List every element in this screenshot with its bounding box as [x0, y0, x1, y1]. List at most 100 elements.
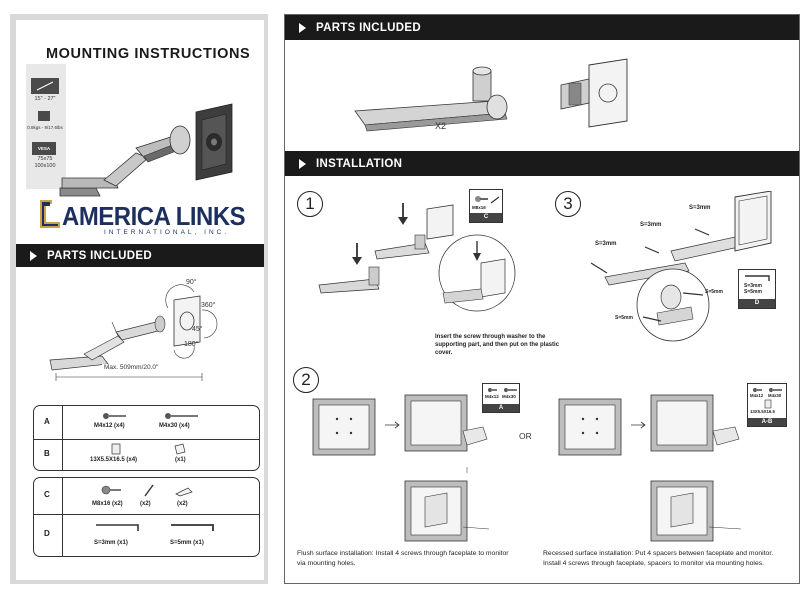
step-1-detail-zoom	[438, 234, 516, 312]
max-length-label: Max. 509mm/20.0"	[102, 364, 161, 371]
right-panel: PARTS INCLUDED X2 INSTALLATION 1 M8x16	[284, 14, 800, 584]
screen-size-icon	[31, 78, 59, 94]
arm-segment-illustration	[354, 66, 508, 132]
right-parts-bar: PARTS INCLUDED	[285, 15, 799, 40]
right-parts-heading: PARTS INCLUDED	[316, 21, 421, 34]
allen-key-3mm-icon	[96, 524, 139, 531]
part-c2-label: (x2)	[140, 501, 151, 507]
parts-included-bar: PARTS INCLUDED	[16, 244, 264, 267]
vesa-size-2: 100x100	[34, 163, 56, 169]
screw-m4x30-icon	[165, 413, 198, 419]
row-letter-b: B	[44, 449, 50, 458]
flush-monitor-result	[404, 467, 490, 542]
max-length-dimension-line	[55, 373, 203, 381]
parts-table-cd: C D M8x16 (x2) (x2) (x2) S=3mm (x1) S=5m…	[33, 477, 260, 557]
screen-size-text: 15" - 27"	[34, 96, 56, 102]
step-2-number: 2	[293, 367, 319, 393]
screw-m4x12-icon	[103, 413, 126, 419]
card-a-label: A	[483, 404, 519, 412]
or-label: OR	[519, 431, 532, 441]
step-2-hardware-card-a: M4x12 M4x30 A	[482, 383, 520, 413]
card-a-item-2: M4x30	[502, 394, 516, 399]
step-1-card-item: M8x16	[472, 205, 486, 210]
part-a1-label: M4x12 (x4)	[94, 423, 125, 429]
step-3-s3-label-c: S=3mm	[689, 205, 711, 211]
bar-arrow-icon	[299, 22, 306, 33]
allen-key-5mm-icon	[171, 524, 214, 531]
vesa-bracket-illustration	[560, 58, 628, 128]
spacer-icon	[764, 399, 772, 409]
arrow-right-icon	[631, 421, 646, 429]
row-letter-d: D	[44, 529, 50, 538]
vesa-badge: VESA	[32, 142, 56, 155]
part-c1-label: M8x16 (x2)	[92, 501, 123, 507]
step-3-card-line-2: S=5mm	[744, 289, 762, 295]
card-ab-label: A-B	[748, 418, 786, 426]
part-b2-label: (x1)	[175, 457, 186, 463]
allen-key-small-icon	[144, 484, 154, 497]
weight-icon	[38, 111, 50, 121]
step-3-s5-label-a: S=5mm	[705, 289, 723, 295]
recessed-monitor-result	[650, 480, 742, 542]
brand-logo: AMERICA LINKS	[62, 201, 246, 231]
part-b1-label: 13X5.5X16.5 (x4)	[90, 457, 138, 463]
rotation-180-label: 180°	[184, 341, 199, 348]
step-3-detail-zoom	[636, 268, 710, 342]
step-1-card-label: C	[470, 213, 502, 222]
plastic-cover-icon	[175, 487, 193, 497]
vesa-size-1: 75x75	[37, 156, 53, 162]
bolt-m8x16-icon	[101, 485, 121, 495]
card-ab-item-3: 13X5.5X16.5	[750, 409, 775, 414]
left-panel: MOUNTING INSTRUCTIONS 15" - 27" 0.8kgs -…	[16, 20, 264, 580]
bar-arrow-icon	[30, 250, 37, 261]
screws-icon	[488, 388, 517, 392]
bar-arrow-icon	[299, 158, 306, 169]
step-1-number: 1	[297, 191, 323, 217]
flush-note: Flush surface installation: Install 4 sc…	[297, 550, 509, 567]
row-letter-c: C	[44, 490, 50, 499]
card-ab-item-2: M4x30	[768, 393, 782, 398]
step-3-card-line-1: S=3mm	[744, 283, 762, 289]
step-1-arm-diagram	[318, 203, 454, 294]
recessed-monitor-back-1	[558, 398, 622, 456]
arm-quantity-label: X2	[435, 121, 447, 131]
step-3-arm-diagram	[590, 191, 772, 286]
page-title: MOUNTING INSTRUCTIONS	[46, 46, 251, 62]
card-a-item-1: M4x12	[485, 394, 499, 399]
step-1-instruction: Insert the screw through washer to the s…	[435, 334, 559, 356]
part-d1-label: S=3mm (x1)	[94, 540, 128, 546]
step-3-number: 3	[555, 191, 581, 217]
weight-range-text: 0.8kgs - 9/17.6lbs	[27, 125, 63, 130]
step-1-hardware-card: M8x16 C	[469, 189, 503, 223]
part-a2-label: M4x30 (x4)	[159, 423, 190, 429]
bolt-washer-icon	[475, 196, 500, 204]
monitor-arm-illustration	[59, 103, 233, 197]
step-3-s5-label-b: S=5mm	[615, 315, 633, 321]
step-3-s3-label-a: S=3mm	[595, 241, 617, 247]
arm-rotation-diagram	[49, 284, 218, 371]
rotation-360-label: 360°	[201, 302, 216, 309]
flush-monitor-back-2	[404, 394, 488, 452]
part-d2-label: S=5mm (x1)	[170, 540, 204, 546]
allen-key-icon	[745, 275, 770, 281]
screws-icon	[753, 388, 782, 392]
step-2-hardware-card-ab: M4x12 M4x30 13X5.5X16.5 A-B	[747, 383, 787, 427]
spacer-icon	[111, 443, 121, 455]
recessed-monitor-back-2	[650, 394, 740, 452]
flush-monitor-back-1	[312, 398, 376, 456]
step-3-hardware-card: S=3mm S=5mm D	[738, 269, 776, 309]
installation-heading: INSTALLATION	[316, 157, 403, 170]
part-c3-label: (x2)	[177, 501, 188, 507]
rotation-45-label: 45°	[192, 326, 203, 333]
step-3-card-label: D	[739, 299, 775, 308]
arrow-right-icon	[385, 421, 400, 429]
parts-table-ab: A B M4x12 (x4) M4x30 (x4) 13X5.5X16.5 (x…	[33, 405, 260, 471]
cable-clip-icon	[174, 443, 186, 455]
installation-bar: INSTALLATION	[285, 151, 799, 176]
parts-included-heading: PARTS INCLUDED	[47, 249, 152, 262]
row-letter-a: A	[44, 417, 50, 426]
step-3-s3-label-b: S=3mm	[640, 222, 662, 228]
card-ab-item-1: M4x12	[750, 393, 764, 398]
logo-emblem-icon	[40, 200, 60, 228]
brand-subtitle: INTERNATIONAL, INC.	[104, 229, 230, 236]
